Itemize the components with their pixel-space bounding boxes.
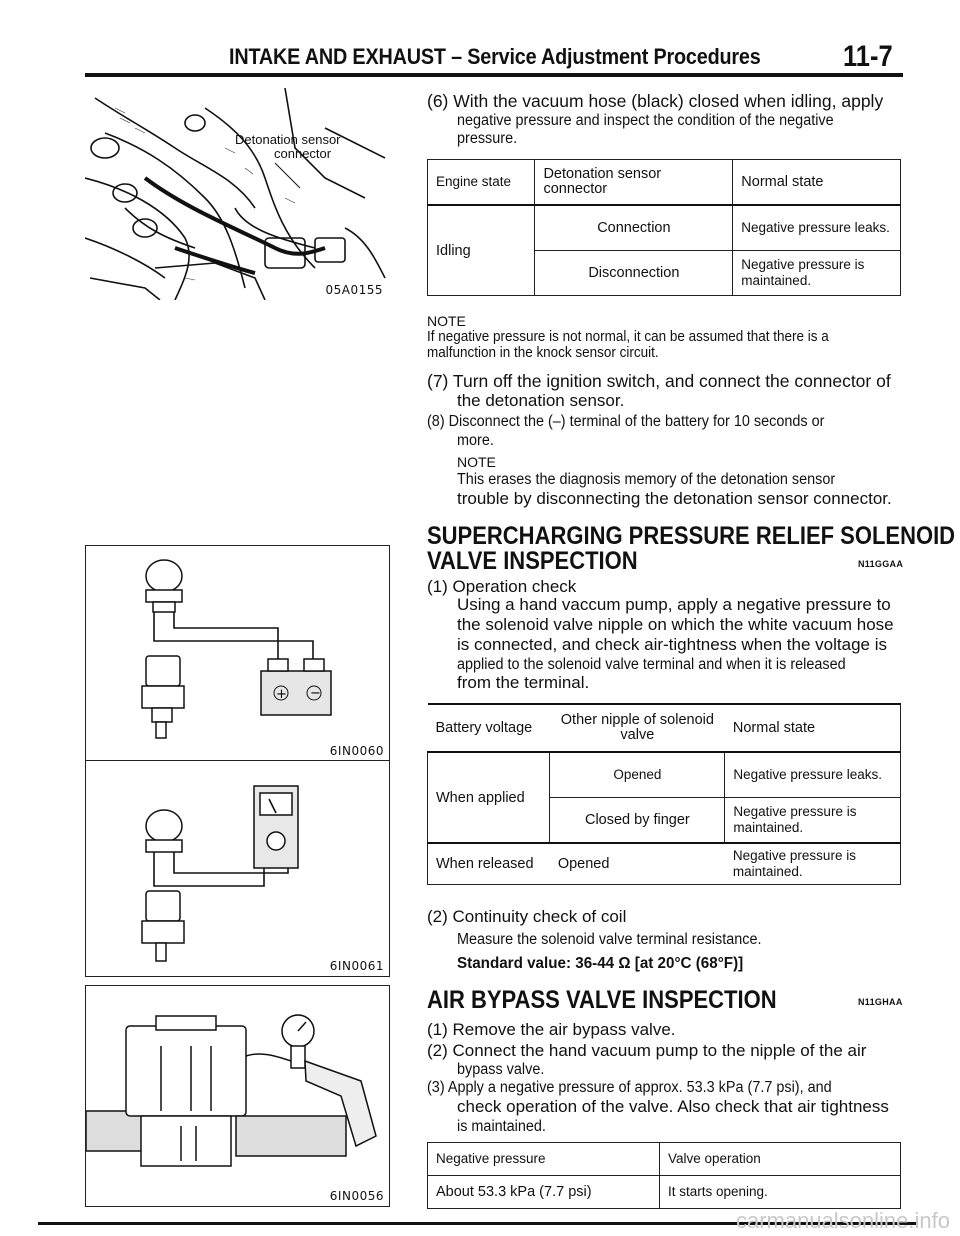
t1-cell-connection: Connection xyxy=(534,204,734,251)
t1-cell-maintained: Negative pressure is maintained. xyxy=(732,250,901,296)
figure-label-6IN0060: 6IN0060 xyxy=(329,744,384,758)
bypass-step-3-line-3: is maintained. xyxy=(457,1118,546,1135)
figure-detonation-sensor-connector: Detonation sensor connector 05A0155 xyxy=(84,87,388,301)
operation-check-line-2: the solenoid valve nipple on which the w… xyxy=(457,615,894,634)
figure-solenoid-battery: + − 6IN0060 xyxy=(85,545,390,762)
svg-text:+: + xyxy=(276,687,287,702)
bypass-step-1: (1) Remove the air bypass valve. xyxy=(427,1020,676,1039)
table-air-bypass: Negative pressure Valve operation About … xyxy=(427,1142,901,1209)
t1-cell-idling: Idling xyxy=(426,204,536,296)
bypass-step-3-line-1: (3) Apply a negative pressure of approx.… xyxy=(427,1079,832,1096)
t2-cell-maintained: Negative pressure is maintained. xyxy=(724,797,901,844)
coil-check-line: Measure the solenoid valve terminal resi… xyxy=(457,931,762,948)
step-6-line-1: (6) With the vacuum hose (black) closed … xyxy=(427,91,884,111)
step-8-line-2: more. xyxy=(457,432,494,449)
section-code-n11ggaa: N11GGAA xyxy=(858,559,904,569)
step-7-line-2: the detonation sensor. xyxy=(457,391,625,410)
bypass-step-3-line-2: check operation of the valve. Also check… xyxy=(457,1097,889,1116)
t1-head-connector: Detonation sensor connector xyxy=(534,159,734,206)
table-solenoid-operation: Battery voltage Other nipple of solenoid… xyxy=(426,703,901,885)
note-1-line-1: If negative pressure is not normal, it c… xyxy=(427,329,829,345)
callout-leader xyxy=(274,162,301,189)
t1-head-normal-state: Normal state xyxy=(732,159,901,206)
note-1-label: NOTE xyxy=(427,313,466,329)
air-bypass-valve-diagram xyxy=(85,1014,377,1167)
svg-text:−: − xyxy=(310,686,321,701)
figure-solenoid-ohmmeter: 6IN0061 xyxy=(85,760,390,977)
t2-cell-closed-by-finger: Closed by finger xyxy=(549,797,726,844)
header-rule xyxy=(85,73,903,77)
engine-illustration: Detonation sensor connector xyxy=(84,87,388,301)
t3-head-negative-pressure: Negative pressure xyxy=(427,1142,660,1176)
section-code-n11ghaa: N11GHAA xyxy=(858,997,903,1007)
t2-head-other-nipple: Other nipple of solenoid valve xyxy=(549,703,725,753)
t2-cell-opened: Opened xyxy=(549,751,726,798)
figure-label-05A0155: 05A0155 xyxy=(325,283,383,297)
t2-cell-released-opened: Opened xyxy=(549,842,725,885)
solenoid-battery-diagram: + − xyxy=(141,559,332,739)
page-number: 11-7 xyxy=(843,40,893,73)
t3-cell-pressure: About 53.3 kPa (7.7 psi) xyxy=(427,1175,660,1209)
footer-rule xyxy=(38,1222,918,1225)
section-title-relief-solenoid-1: SUPERCHARGING PRESSURE RELIEF SOLENOID xyxy=(427,522,956,550)
t2-cell-leaks: Negative pressure leaks. xyxy=(724,751,901,798)
t3-cell-opening: It starts opening. xyxy=(659,1175,901,1209)
operation-check-line-1: Using a hand vaccum pump, apply a negati… xyxy=(457,595,891,614)
section-title-air-bypass: AIR BYPASS VALVE INSPECTION xyxy=(427,986,777,1014)
note-2-line-1: This erases the diagnosis memory of the … xyxy=(457,471,836,488)
t3-head-valve-operation: Valve operation xyxy=(659,1142,901,1176)
bypass-step-2-line-2: bypass valve. xyxy=(457,1061,545,1078)
step-6-line-3: pressure. xyxy=(457,130,518,147)
bypass-step-2-line-1: (2) Connect the hand vacuum pump to the … xyxy=(427,1041,867,1060)
solenoid-ohmmeter-diagram xyxy=(141,785,299,962)
section-title-relief-solenoid-2: VALVE INSPECTION xyxy=(427,547,638,575)
watermark: carmanualsonline.info xyxy=(735,1208,950,1233)
note-2-line-2: trouble by disconnecting the detonation … xyxy=(457,489,892,508)
figure-air-bypass-valve-pump: 6IN0056 xyxy=(85,985,390,1207)
t1-cell-disconnection: Disconnection xyxy=(534,250,734,296)
table-detonation-connector: Engine state Detonation sensor connector… xyxy=(426,159,901,296)
coil-check-heading: (2) Continuity check of coil xyxy=(427,907,627,926)
operation-check-line-5: from the terminal. xyxy=(457,673,590,692)
coil-standard-value: Standard value: 36-44 Ω [at 20°C (68°F)] xyxy=(457,955,744,972)
figure-label-6IN0056: 6IN0056 xyxy=(329,1189,384,1203)
page-header-title: INTAKE AND EXHAUST – Service Adjustment … xyxy=(229,44,761,69)
step-7-line-1: (7) Turn off the ignition switch, and co… xyxy=(427,371,891,391)
t2-cell-when-released: When released xyxy=(426,842,550,885)
callout-text-1: Detonation sensor xyxy=(235,132,341,147)
t1-cell-leaks: Negative pressure leaks. xyxy=(732,204,901,251)
t2-cell-when-applied: When applied xyxy=(426,751,551,844)
operation-check-heading: (1) Operation check xyxy=(427,577,577,596)
operation-check-line-4: applied to the solenoid valve terminal a… xyxy=(457,656,846,673)
t2-head-battery-voltage: Battery voltage xyxy=(427,703,550,753)
t2-head-normal-state: Normal state xyxy=(724,703,901,753)
step-8-line-1: (8) Disconnect the (–) terminal of the b… xyxy=(427,413,825,430)
t1-head-engine-state: Engine state xyxy=(426,159,536,206)
operation-check-line-3: is connected, and check air-tightness wh… xyxy=(457,635,887,654)
callout-text-2: connector xyxy=(274,146,332,161)
step-6-line-2: negative pressure and inspect the condit… xyxy=(457,112,834,129)
t2-cell-released-maintained: Negative pressure is maintained. xyxy=(724,842,901,885)
figure-label-6IN0061: 6IN0061 xyxy=(329,959,384,973)
note-2-label: NOTE xyxy=(457,454,496,470)
note-1-line-2: malfunction in the knock sensor circuit. xyxy=(427,345,659,361)
